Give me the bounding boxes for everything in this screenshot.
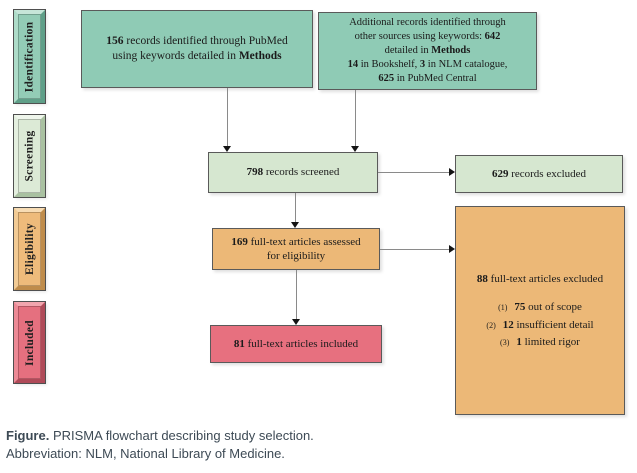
fulltext-excluded-reason-list: (1) 75 out of scope (2) 12 insufficient de… xyxy=(486,300,593,349)
arrow-assessed-to-included-head xyxy=(292,319,300,325)
excluded-reason-index: (3) xyxy=(500,337,510,347)
figure-caption-abbreviation: Abbreviation: NLM, National Library of M… xyxy=(6,446,285,462)
box-records-screened: 798 records screened xyxy=(208,152,378,193)
excluded-reason-row: (3) 1 limited rigor xyxy=(500,335,580,349)
stage-identification: Identification xyxy=(13,9,46,104)
arrow-screened-to-assessed-head xyxy=(291,222,299,228)
stage-eligibility-label: Eligibility xyxy=(23,223,36,275)
arrow-pubmed-to-screened-line xyxy=(227,88,228,146)
fulltext-excluded-heading: 88 full-text articles excluded xyxy=(476,272,604,285)
box-records-excluded-text: 629 records excluded xyxy=(491,167,587,180)
stage-eligibility: Eligibility xyxy=(13,207,46,291)
excluded-reason-label: out of scope xyxy=(525,301,582,314)
arrow-assessed-to-included-line xyxy=(296,270,297,319)
stage-identification-label: Identification xyxy=(23,21,36,92)
excluded-reason-row: (1) 75 out of scope xyxy=(498,300,582,314)
arrow-screened-to-excluded-head xyxy=(449,168,455,176)
excluded-reason-count: 1 xyxy=(516,335,522,348)
arrow-assessed-to-fulltext-excluded-line xyxy=(380,249,449,250)
arrow-screened-to-assessed-line xyxy=(295,193,296,222)
figure-caption-label: Figure. xyxy=(6,428,50,443)
excluded-reason-index: (2) xyxy=(486,320,496,330)
figure-caption-line1: Figure. PRISMA flowchart describing stud… xyxy=(6,427,314,445)
stage-screening-label: Screening xyxy=(23,130,36,182)
box-fulltext-included-text: 81 full-text articles included xyxy=(233,337,359,350)
arrow-assessed-to-fulltext-excluded-head xyxy=(449,245,455,253)
box-records-screened-text: 798 records screened xyxy=(246,166,340,179)
stage-included-label: Included xyxy=(23,319,36,366)
box-records-excluded: 629 records excluded xyxy=(455,155,623,193)
excluded-reason-label: limited rigor xyxy=(521,335,580,348)
stage-screening: Screening xyxy=(13,114,46,198)
arrow-additional-to-screened-head xyxy=(351,146,359,152)
arrow-additional-to-screened-line xyxy=(355,90,356,146)
excluded-reason-row: (2) 12 insufficient detail xyxy=(486,318,593,332)
excluded-reason-index: (1) xyxy=(498,303,508,313)
excluded-reason-count: 75 xyxy=(514,301,526,314)
box-fulltext-included: 81 full-text articles included xyxy=(210,325,382,363)
arrow-screened-to-excluded-line xyxy=(378,172,449,173)
stage-included: Included xyxy=(13,301,46,384)
excluded-reason-count: 12 xyxy=(502,318,514,331)
figure-caption: Figure. PRISMA flowchart describing stud… xyxy=(6,427,314,464)
arrow-pubmed-to-screened-head xyxy=(223,146,231,152)
figure-caption-text: PRISMA flowchart describing study select… xyxy=(49,428,314,443)
excluded-reason-label: insufficient detail xyxy=(513,318,594,331)
box-fulltext-excluded: 88 full-text articles excluded (1) 75 out… xyxy=(455,206,625,415)
